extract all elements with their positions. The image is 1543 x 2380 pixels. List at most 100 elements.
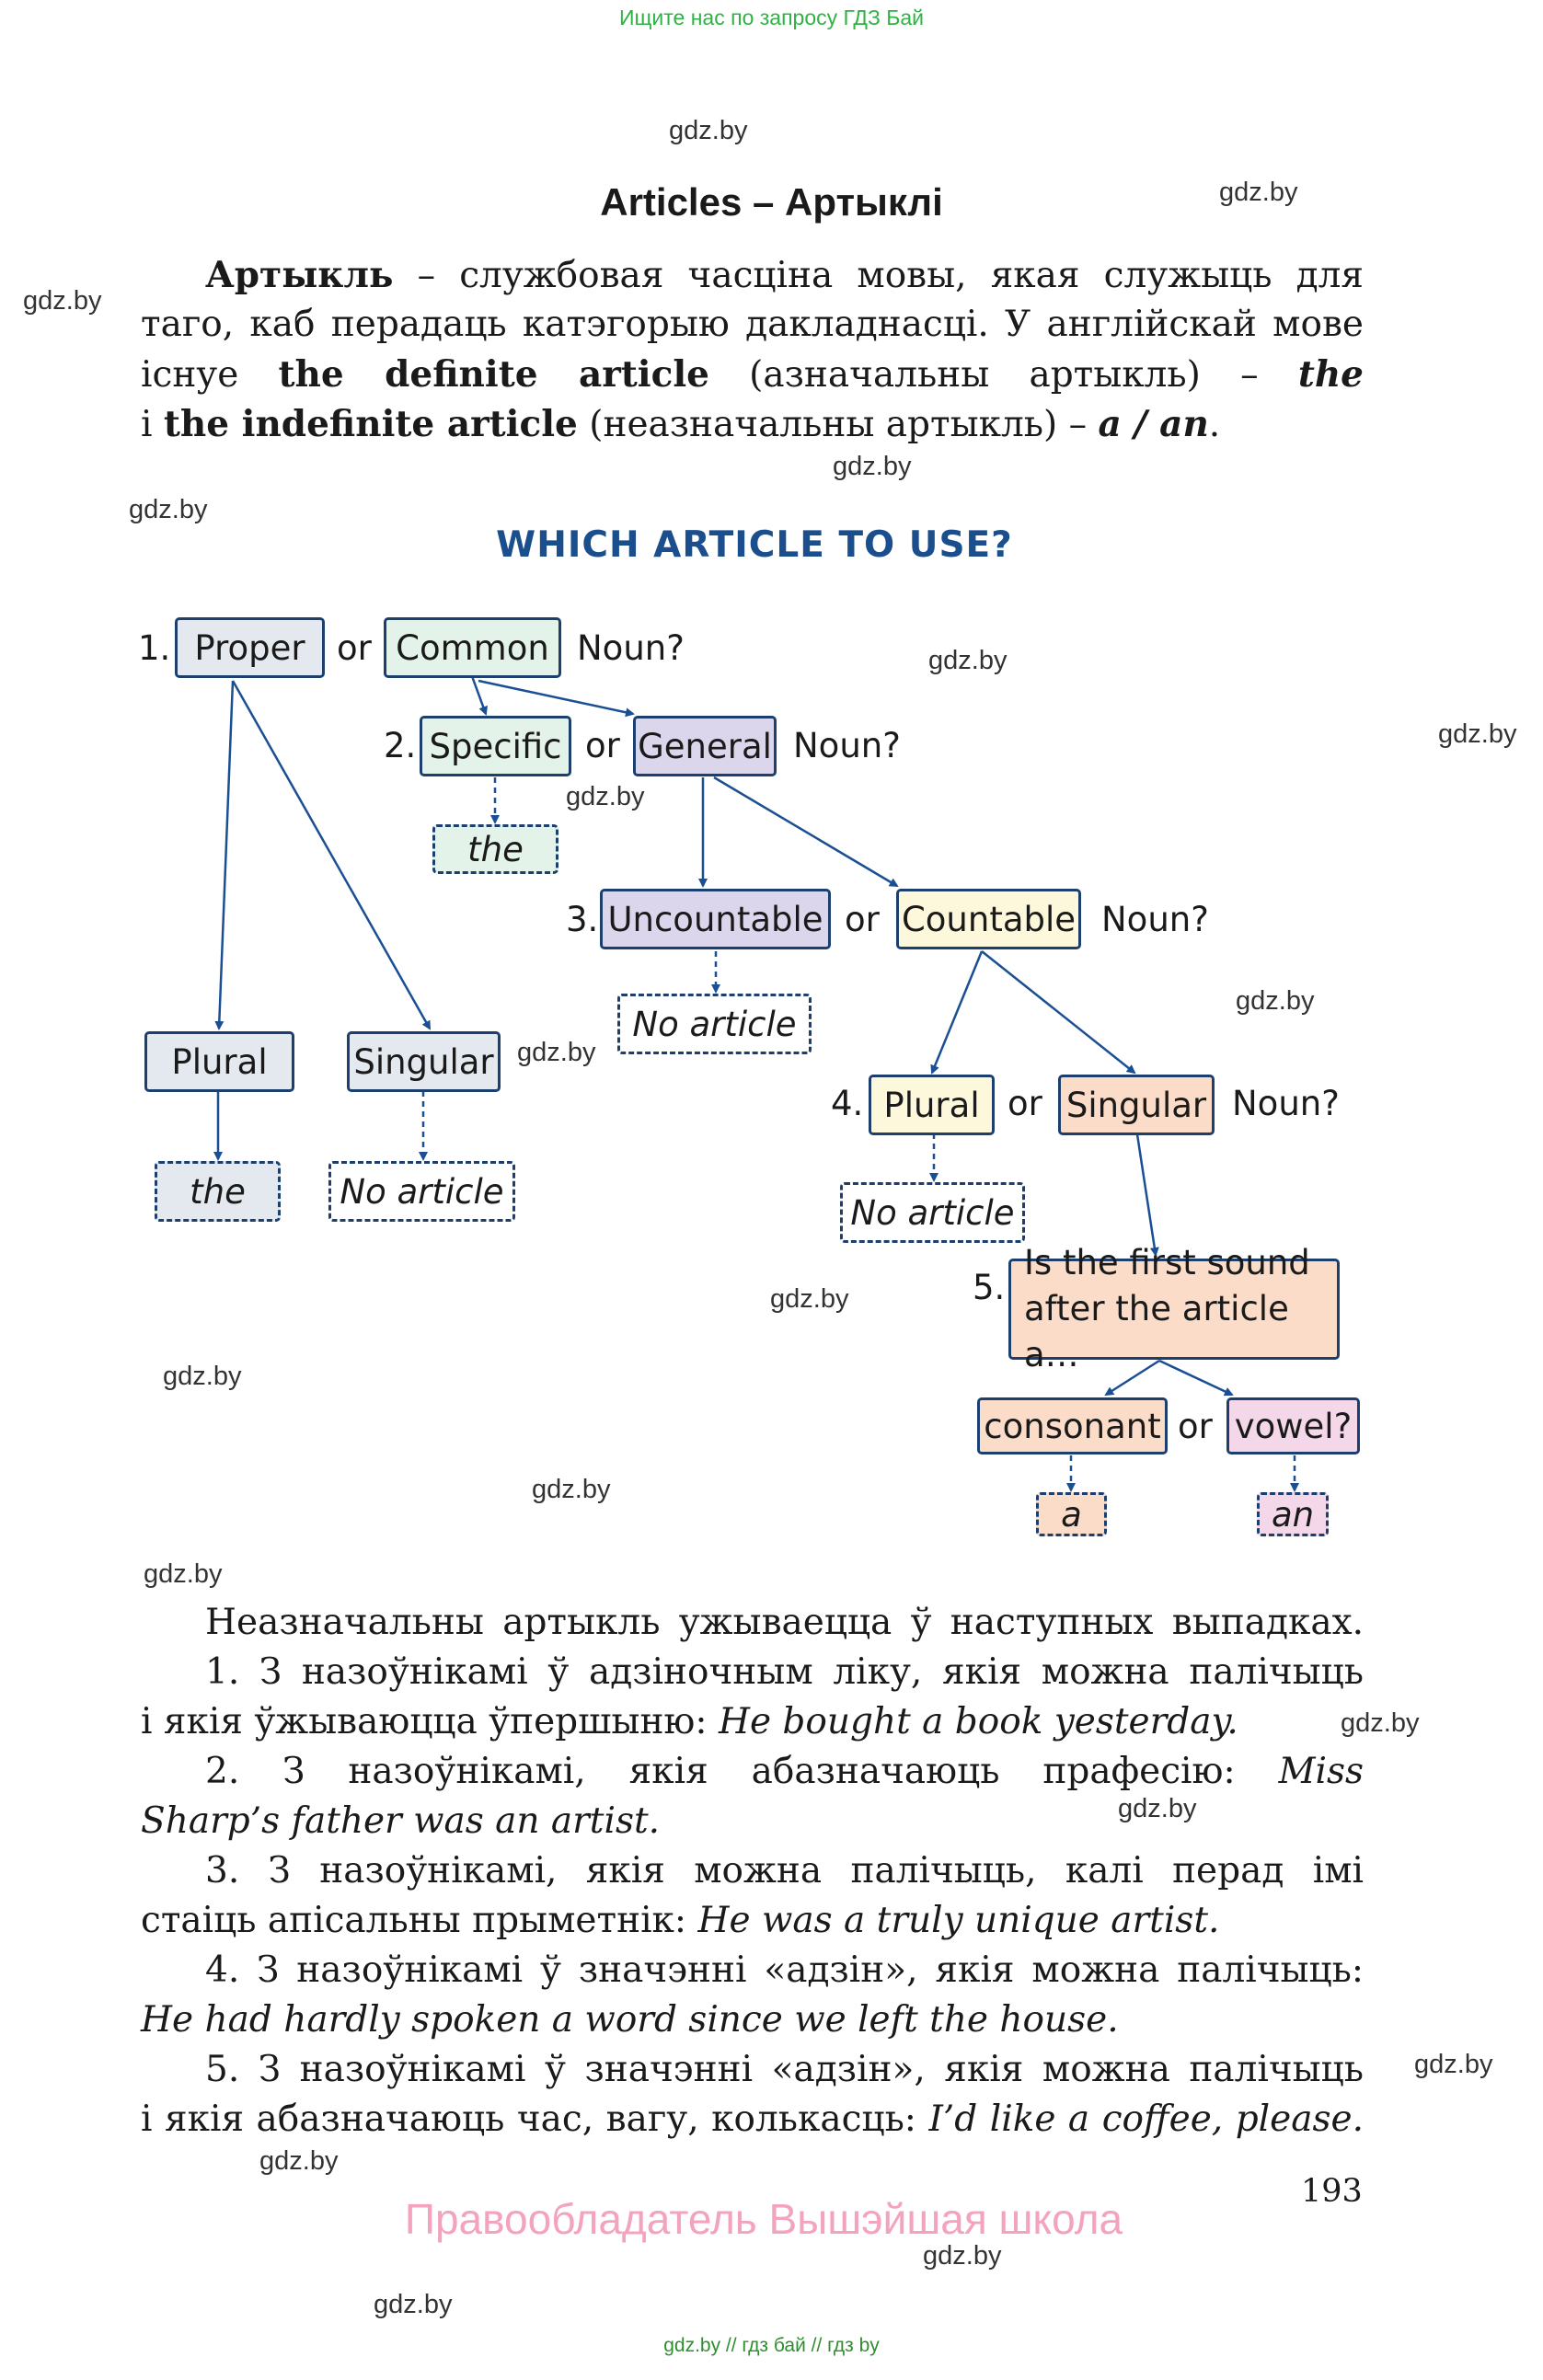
or-label: or bbox=[1178, 1407, 1213, 1446]
example-sentence: I’d like a coffee, please. bbox=[928, 2098, 1364, 2140]
usage-item-5: 5. З назоўнікамі ў значэнні «адзін», які… bbox=[205, 2049, 1364, 2090]
footer-links[interactable]: gdz.by // гдз бай // гдз by bbox=[663, 2335, 880, 2356]
vowel-box: vowel? bbox=[1226, 1397, 1360, 1454]
plural-box: Plural bbox=[144, 1031, 294, 1092]
page-title: Articles – Артыклі bbox=[600, 180, 943, 224]
usage-text: і якія ўжываюцца ўпершыню: bbox=[141, 1701, 719, 1742]
copyright-watermark: Правообладатель Вышэйшая школа bbox=[404, 2195, 1123, 2243]
page-number: 193 bbox=[1301, 2173, 1363, 2210]
specific-box: Specific bbox=[420, 716, 571, 776]
top-banner[interactable]: Ищите нас по запросу ГДЗ Бай bbox=[618, 6, 925, 29]
usage-text: стаіць апісальны прыметнік: bbox=[141, 1900, 698, 1941]
watermark: gdz.by bbox=[129, 495, 208, 524]
result-the: the bbox=[155, 1161, 281, 1222]
intro-text: (неазначальны артыкль) – bbox=[577, 404, 1099, 445]
first-sound-question-box: Is the first sound after the article a… bbox=[1008, 1243, 1340, 1374]
arrow bbox=[930, 950, 984, 1075]
general-box: General bbox=[633, 716, 777, 776]
result-a: a bbox=[1036, 1492, 1107, 1536]
example-sentence: He bought a book yesterday. bbox=[718, 1701, 1238, 1742]
watermark: gdz.by bbox=[1236, 986, 1315, 1016]
or-label: or bbox=[337, 628, 372, 668]
usage-item-2-cont: Sharp’s father was an artist. bbox=[141, 1797, 1364, 1846]
term-definite: the definite article bbox=[278, 353, 709, 396]
question-text: Is the first sound bbox=[1024, 1243, 1310, 1282]
singular-box: Singular bbox=[1058, 1075, 1215, 1135]
countable-box: Countable bbox=[896, 889, 1081, 949]
arrow bbox=[713, 776, 899, 888]
example-sentence: He was a truly unique artist. bbox=[697, 1900, 1220, 1941]
result-no-article: No article bbox=[840, 1182, 1025, 1243]
intro-text: (азначальны артыкль) – bbox=[708, 354, 1298, 396]
step-number-2: 2. bbox=[384, 726, 417, 765]
usage-text: 2. З назоўнікамі, якія абазначаюць прафе… bbox=[205, 1751, 1279, 1792]
usage-section: Неазначальны артыкль ужываецца ў наступн… bbox=[141, 1598, 1364, 2144]
diagram-title: WHICH ARTICLE TO USE? bbox=[496, 524, 1013, 566]
watermark: gdz.by bbox=[833, 452, 912, 481]
arrow bbox=[478, 679, 635, 718]
result-no-article: No article bbox=[328, 1161, 515, 1222]
watermark: gdz.by bbox=[1341, 1708, 1420, 1738]
intro-text: – службовая часціна мовы, якая служыць д… bbox=[393, 255, 1364, 296]
watermark: gdz.by bbox=[163, 1362, 242, 1391]
arrow bbox=[1135, 1133, 1159, 1257]
or-label: or bbox=[1008, 1084, 1042, 1123]
or-label: or bbox=[585, 726, 620, 765]
result-no-article: No article bbox=[617, 994, 812, 1054]
term-indefinite: the indefinite article bbox=[163, 403, 578, 445]
example-sentence: He had hardly spoken a word since we lef… bbox=[141, 1999, 1119, 2041]
watermark: gdz.by bbox=[1118, 1794, 1197, 1823]
arrow bbox=[231, 680, 432, 1030]
step-number-1: 1. bbox=[138, 628, 171, 668]
intro-line: Артыкль – службовая часціна мовы, якая с… bbox=[141, 250, 1364, 300]
or-label: or bbox=[845, 900, 880, 939]
usage-item-4-cont: He had hardly spoken a word since we lef… bbox=[141, 1995, 1364, 2045]
plural-box: Plural bbox=[869, 1075, 995, 1135]
intro-text: існуе bbox=[141, 354, 279, 396]
article-a-an: a / an bbox=[1098, 403, 1209, 445]
noun-question: Noun? bbox=[1232, 1084, 1340, 1123]
watermark: gdz.by bbox=[1438, 719, 1517, 749]
usage-item-2: 2. З назоўнікамі, якія абазначаюць прафе… bbox=[141, 1747, 1364, 1797]
usage-item-5-cont: і якія абазначаюць час, вагу, колькасць:… bbox=[141, 2095, 1364, 2144]
result-the: the bbox=[432, 824, 558, 874]
watermark: gdz.by bbox=[1219, 178, 1298, 207]
intro-line: існуе the definite article (азначальны а… bbox=[141, 350, 1364, 399]
article-the: the bbox=[1297, 353, 1364, 396]
term-article: Артыкль bbox=[205, 254, 394, 296]
watermark: gdz.by bbox=[1414, 2050, 1493, 2079]
watermark: gdz.by bbox=[532, 1475, 611, 1504]
intro-text: . bbox=[1208, 404, 1221, 445]
watermark: gdz.by bbox=[259, 2146, 339, 2176]
watermark: gdz.by bbox=[923, 2241, 1002, 2271]
watermark: gdz.by bbox=[928, 646, 1008, 675]
usage-item-4: 4. З назоўнікамі ў значэнні «адзін», які… bbox=[205, 1949, 1364, 1991]
intro-text: і bbox=[141, 404, 164, 445]
step-number-4: 4. bbox=[831, 1084, 864, 1123]
watermark: gdz.by bbox=[374, 2290, 453, 2319]
usage-text: і якія абазначаюць час, вагу, колькасць: bbox=[141, 2098, 929, 2140]
singular-box: Singular bbox=[347, 1031, 501, 1092]
watermark: gdz.by bbox=[517, 1038, 596, 1067]
usage-item-3: 3. З назоўнікамі, якія можна палічыць, к… bbox=[205, 1850, 1364, 1891]
usage-item-1-cont: і якія ўжываюцца ўпершыню: He bought a b… bbox=[141, 1697, 1364, 1747]
question-text: after the article a… bbox=[1024, 1289, 1289, 1374]
example-sentence: Sharp’s father was an artist. bbox=[141, 1800, 661, 1842]
watermark: gdz.by bbox=[144, 1559, 223, 1589]
consonant-box: consonant bbox=[977, 1397, 1168, 1454]
example-sentence: Miss bbox=[1278, 1751, 1364, 1792]
intro-paragraph: Артыкль – службовая часціна мовы, якая с… bbox=[141, 250, 1364, 449]
step-number-3: 3. bbox=[566, 900, 599, 939]
intro-line: таго, каб перадаць катэгорыю дакладнасці… bbox=[141, 304, 1364, 345]
noun-question: Noun? bbox=[577, 628, 685, 668]
usage-lead: Неазначальны артыкль ужываецца ў наступн… bbox=[205, 1602, 1364, 1643]
watermark: gdz.by bbox=[23, 286, 102, 316]
watermark: gdz.by bbox=[566, 782, 645, 811]
intro-line: і the indefinite article (неазначальны а… bbox=[141, 399, 1364, 449]
step-number-5: 5. bbox=[973, 1268, 1006, 1307]
uncountable-box: Uncountable bbox=[600, 889, 831, 949]
arrow bbox=[1158, 1359, 1234, 1397]
arrow bbox=[1104, 1359, 1160, 1397]
arrow bbox=[470, 675, 488, 716]
